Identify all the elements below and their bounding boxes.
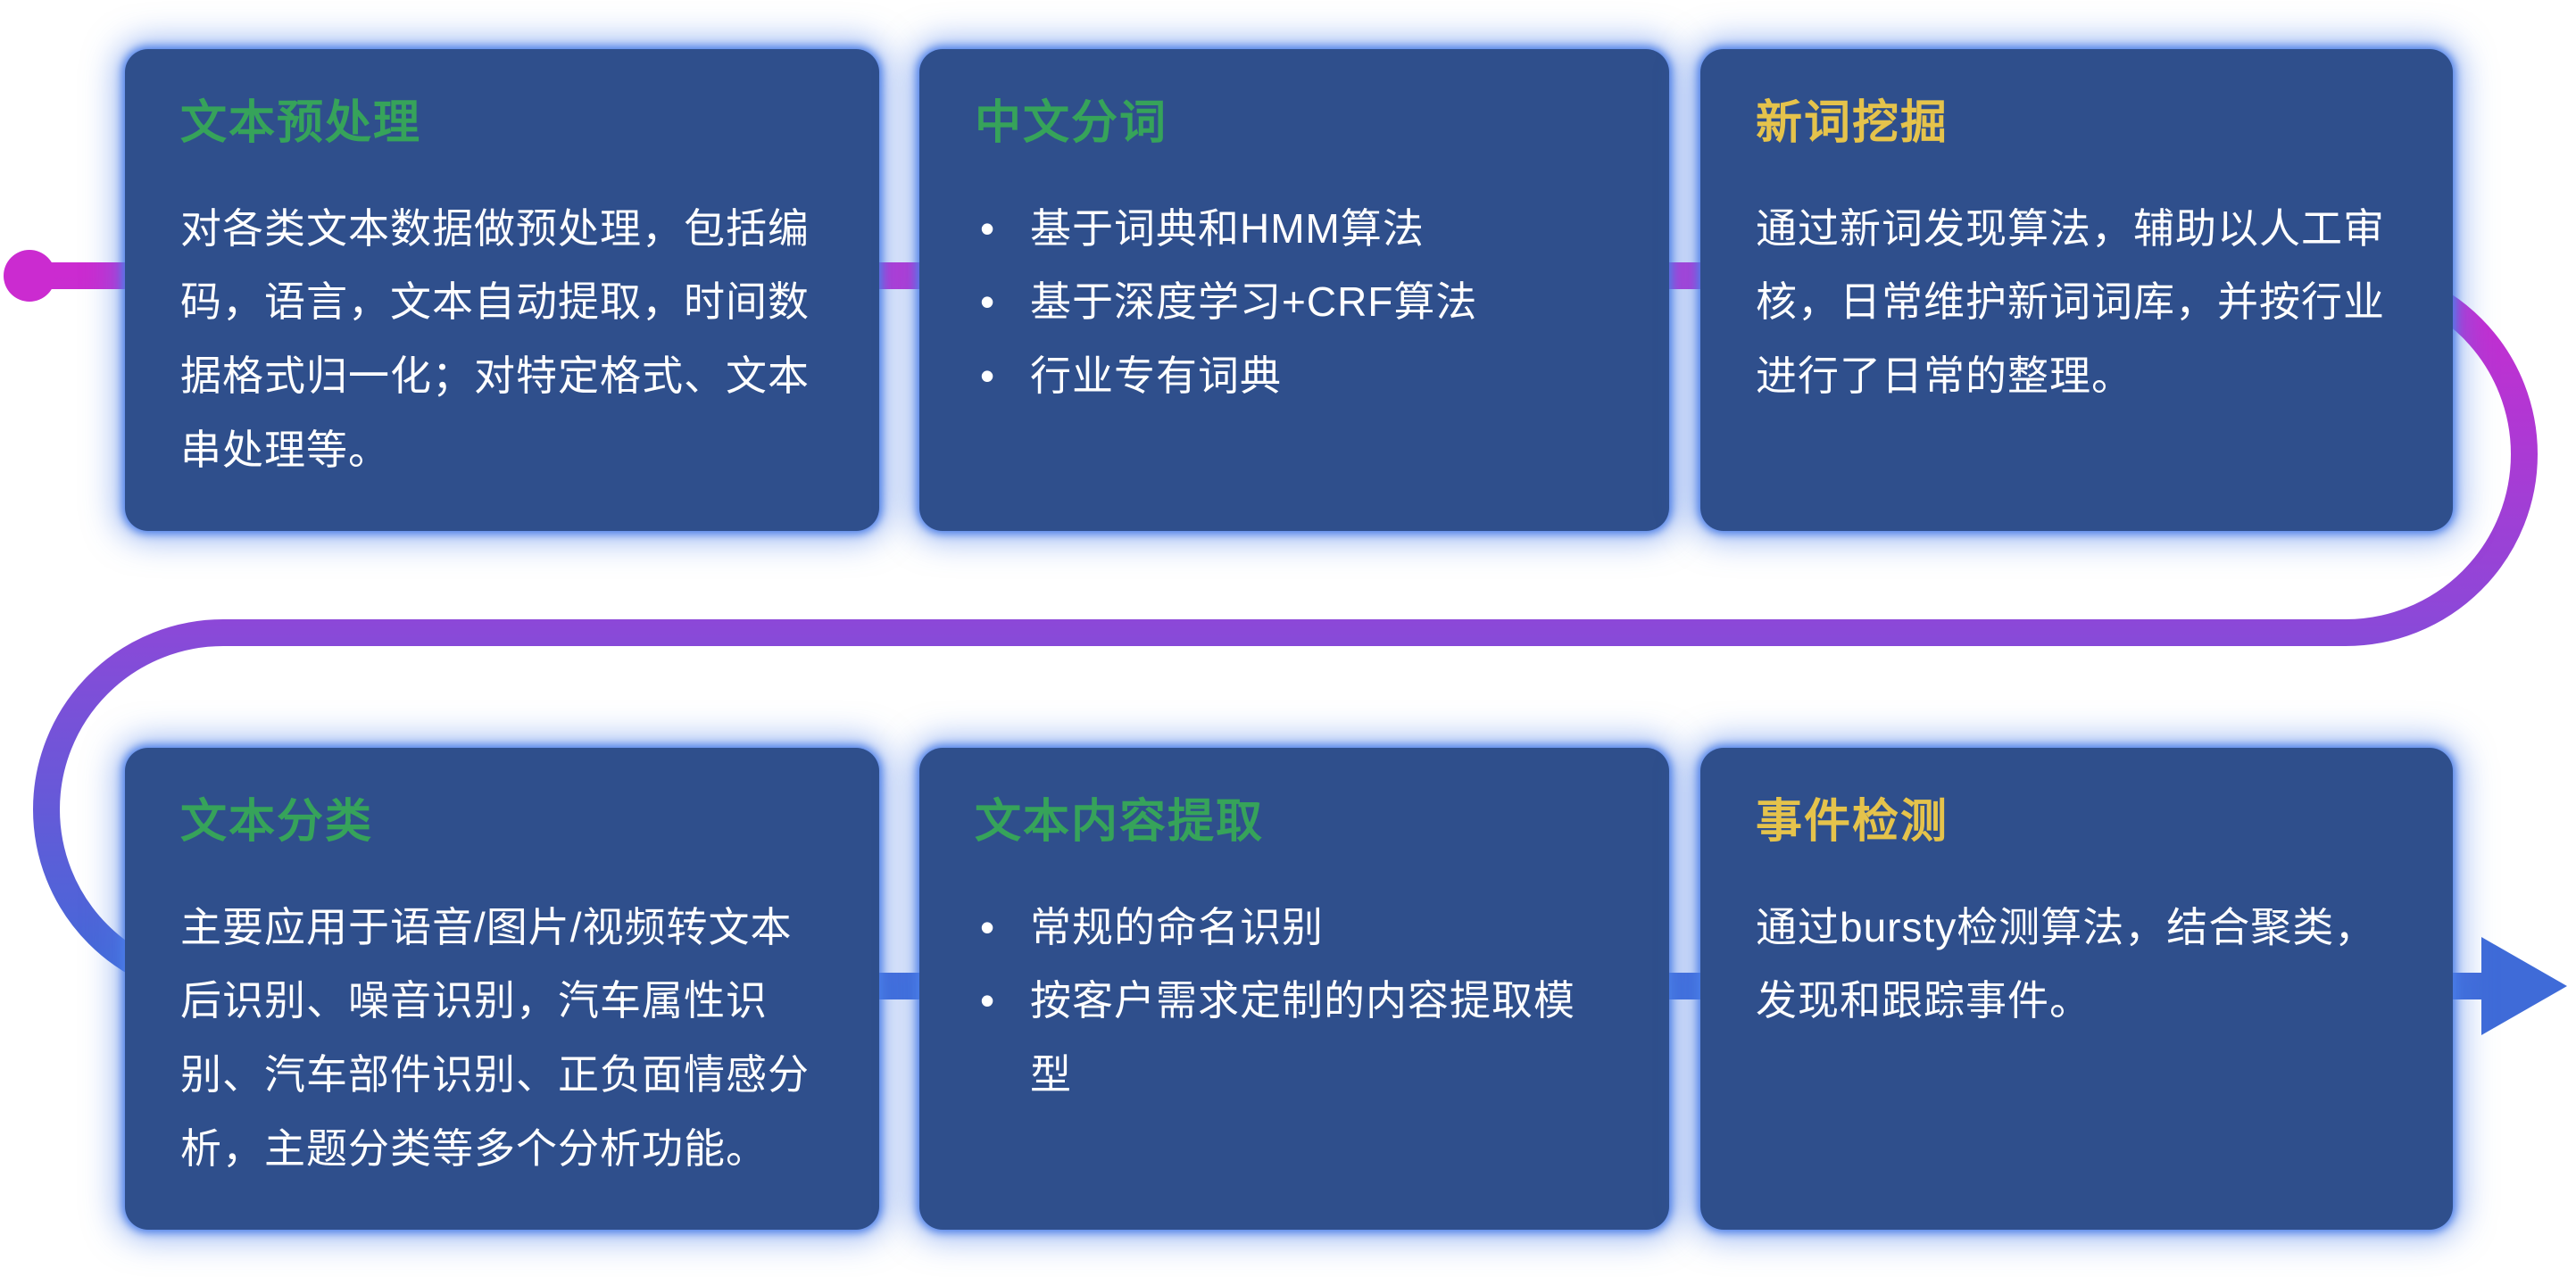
bullet-item: 基于深度学习+CRF算法: [975, 265, 1614, 339]
card-body: 主要应用于语音/图片/视频转文本后识别、噪音识别，汽车属性识别、汽车部件识别、正…: [180, 903, 810, 1172]
flow-start-dot: [4, 250, 55, 302]
card-title: 新词挖掘: [1756, 97, 1949, 149]
card-event-detection: 事件检测 通过bursty检测算法，结合聚类，发现和跟踪事件。: [1700, 748, 2453, 1230]
card-bullets: 基于词典和HMM算法 基于深度学习+CRF算法 行业专有词典: [975, 192, 1614, 413]
card-title: 文本预处理: [180, 97, 422, 149]
card-title: 文本分类: [180, 796, 374, 848]
flow-path: [29, 262, 2539, 999]
bullet-item: 按客户需求定制的内容提取模型: [975, 964, 1614, 1112]
card-title: 文本内容提取: [975, 796, 1265, 848]
card-text-classification: 文本分类 主要应用于语音/图片/视频转文本后识别、噪音识别，汽车属性识别、汽车部…: [125, 748, 879, 1230]
card-body: 通过bursty检测算法，结合聚类，发现和跟踪事件。: [1756, 903, 2377, 1024]
card-body: 对各类文本数据做预处理，包括编码，语言，文本自动提取，时间数据格式归一化；对特定…: [180, 204, 810, 473]
card-text-content-extraction: 文本内容提取 常规的命名识别 按客户需求定制的内容提取模型: [919, 748, 1669, 1230]
bullet-item: 基于词典和HMM算法: [975, 192, 1614, 266]
card-title: 中文分词: [975, 97, 1168, 149]
bullet-item: 行业专有词典: [975, 339, 1614, 413]
card-body: 通过新词发现算法，辅助以人工审核，日常维护新词词库，并按行业进行了日常的整理。: [1756, 204, 2385, 400]
card-chinese-word-segmentation: 中文分词 基于词典和HMM算法 基于深度学习+CRF算法 行业专有词典: [919, 49, 1669, 531]
card-bullets: 常规的命名识别 按客户需求定制的内容提取模型: [975, 891, 1614, 1112]
card-new-word-mining: 新词挖掘 通过新词发现算法，辅助以人工审核，日常维护新词词库，并按行业进行了日常…: [1700, 49, 2453, 531]
bullet-item: 常规的命名识别: [975, 891, 1614, 965]
card-title: 事件检测: [1756, 796, 1949, 848]
flow-arrow-icon: [2481, 937, 2567, 1035]
card-text-preprocessing: 文本预处理 对各类文本数据做预处理，包括编码，语言，文本自动提取，时间数据格式归…: [125, 49, 879, 531]
